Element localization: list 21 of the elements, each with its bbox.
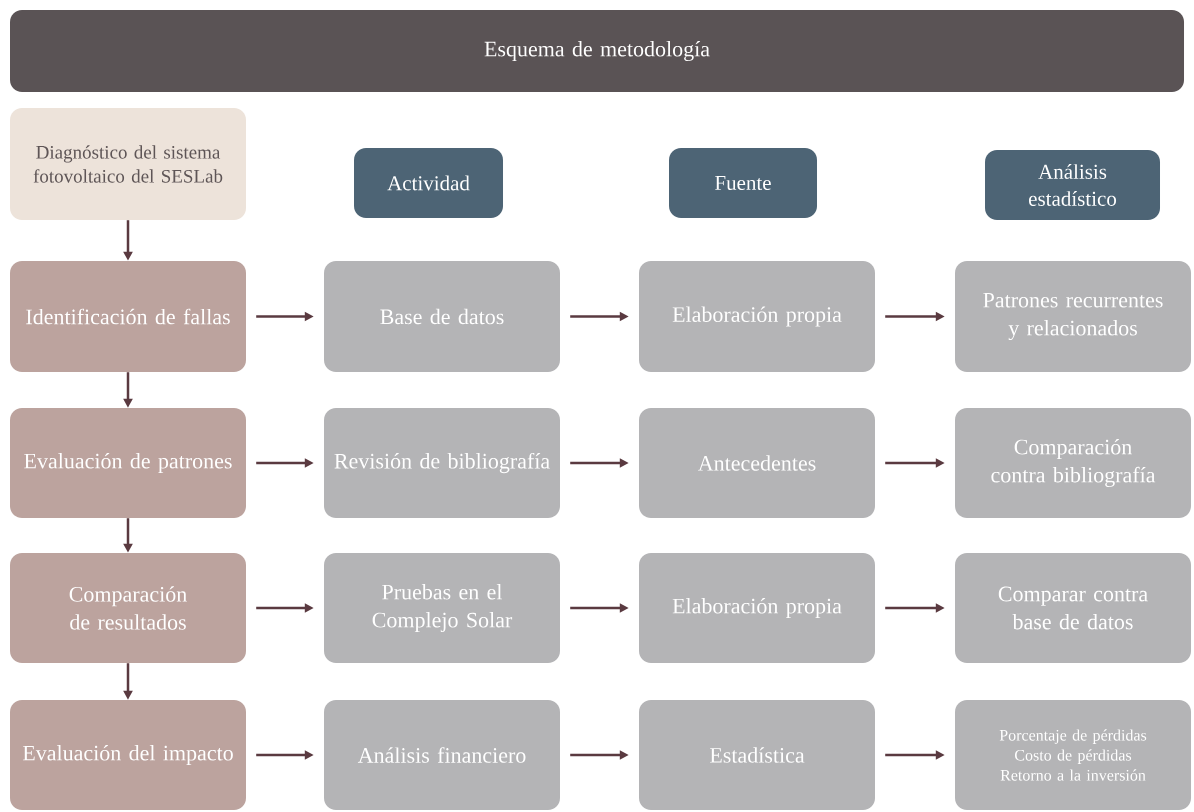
process-box: Estadística bbox=[639, 700, 875, 810]
process-box: Porcentaje de pérdidas Costo de pérdidas Retorno a la inversión bbox=[955, 700, 1191, 810]
process-box: Antecedentes bbox=[639, 408, 875, 518]
step-box: Identificación de fallas bbox=[10, 261, 246, 372]
process-box: Elaboración propia bbox=[639, 553, 875, 663]
column-header: Fuente bbox=[669, 148, 817, 218]
step-box: Evaluación del impacto bbox=[10, 700, 246, 810]
process-box: Comparación contra bibliografía bbox=[955, 408, 1191, 518]
start-box: Diagnóstico del sistema fotovoltaico del SESLab bbox=[10, 108, 246, 220]
process-box: Revisión de bibliografía bbox=[324, 408, 560, 518]
process-box: Patrones recurrentes y relacionados bbox=[955, 261, 1191, 372]
column-header: Análisis estadístico bbox=[985, 150, 1160, 220]
column-header: Actividad bbox=[354, 148, 503, 218]
process-box: Comparar contra base de datos bbox=[955, 553, 1191, 663]
step-box: Evaluación de patrones bbox=[10, 408, 246, 518]
process-box: Base de datos bbox=[324, 261, 560, 372]
process-box: Pruebas en el Complejo Solar bbox=[324, 553, 560, 663]
title-bar: Esquema de metodología bbox=[10, 10, 1184, 92]
process-box: Elaboración propia bbox=[639, 261, 875, 372]
step-box: Comparación de resultados bbox=[10, 553, 246, 663]
process-box: Análisis financiero bbox=[324, 700, 560, 810]
